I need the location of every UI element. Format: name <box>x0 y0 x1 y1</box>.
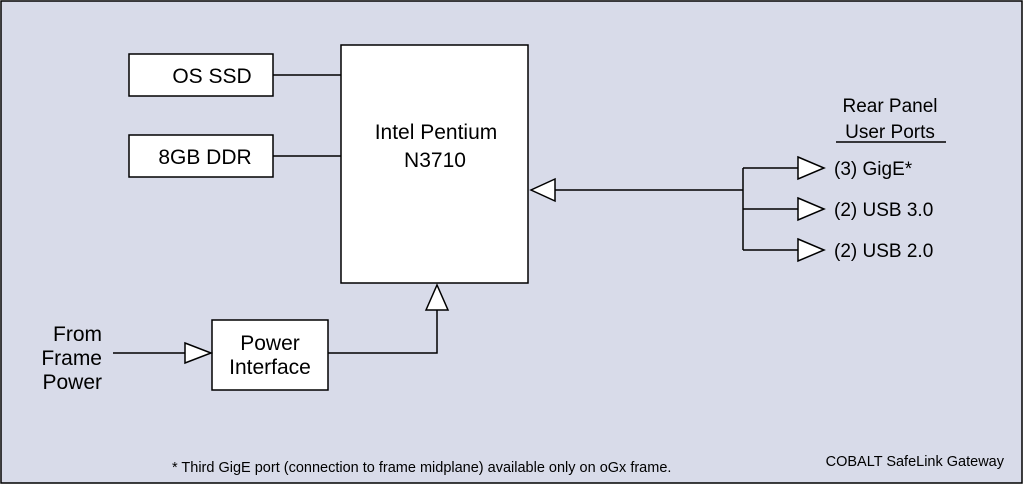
power-cpu-arrow-icon <box>424 283 450 311</box>
os-ssd-block <box>128 53 274 97</box>
input-label-line2: Frame <box>41 347 102 370</box>
ddr-label: 8GB DDR <box>158 146 251 169</box>
cpu-label-line2: N3710 <box>404 149 466 172</box>
os-ssd-label: OS SSD <box>172 65 251 88</box>
port-usb2-label: (2) USB 2.0 <box>834 241 933 262</box>
input-label-line3: Power <box>42 371 102 394</box>
usb2-arrow-icon <box>797 237 826 263</box>
gige-arrow-icon <box>797 155 826 181</box>
usb3-arrow-icon <box>797 196 826 222</box>
cpu-block <box>340 44 529 284</box>
cpu-label-line1: Intel Pentium <box>375 121 498 144</box>
port-gige-label: (3) GigE* <box>834 159 913 180</box>
product-name: COBALT SafeLink Gateway <box>826 454 1005 470</box>
footnote: * Third GigE port (connection to frame m… <box>172 460 671 476</box>
power-label-line1: Power <box>240 332 300 355</box>
port-usb3-label: (2) USB 3.0 <box>834 200 933 221</box>
power-interface-block <box>211 319 329 391</box>
rear-panel-title-line1: Rear Panel <box>842 96 937 117</box>
rear-panel-title-line2: User Ports <box>845 122 935 143</box>
ddr-block <box>128 134 274 178</box>
power-label-line2: Interface <box>229 356 311 379</box>
input-arrow-icon <box>184 341 214 365</box>
power-cpu-link <box>328 310 438 354</box>
input-label-line1: From <box>53 323 102 346</box>
